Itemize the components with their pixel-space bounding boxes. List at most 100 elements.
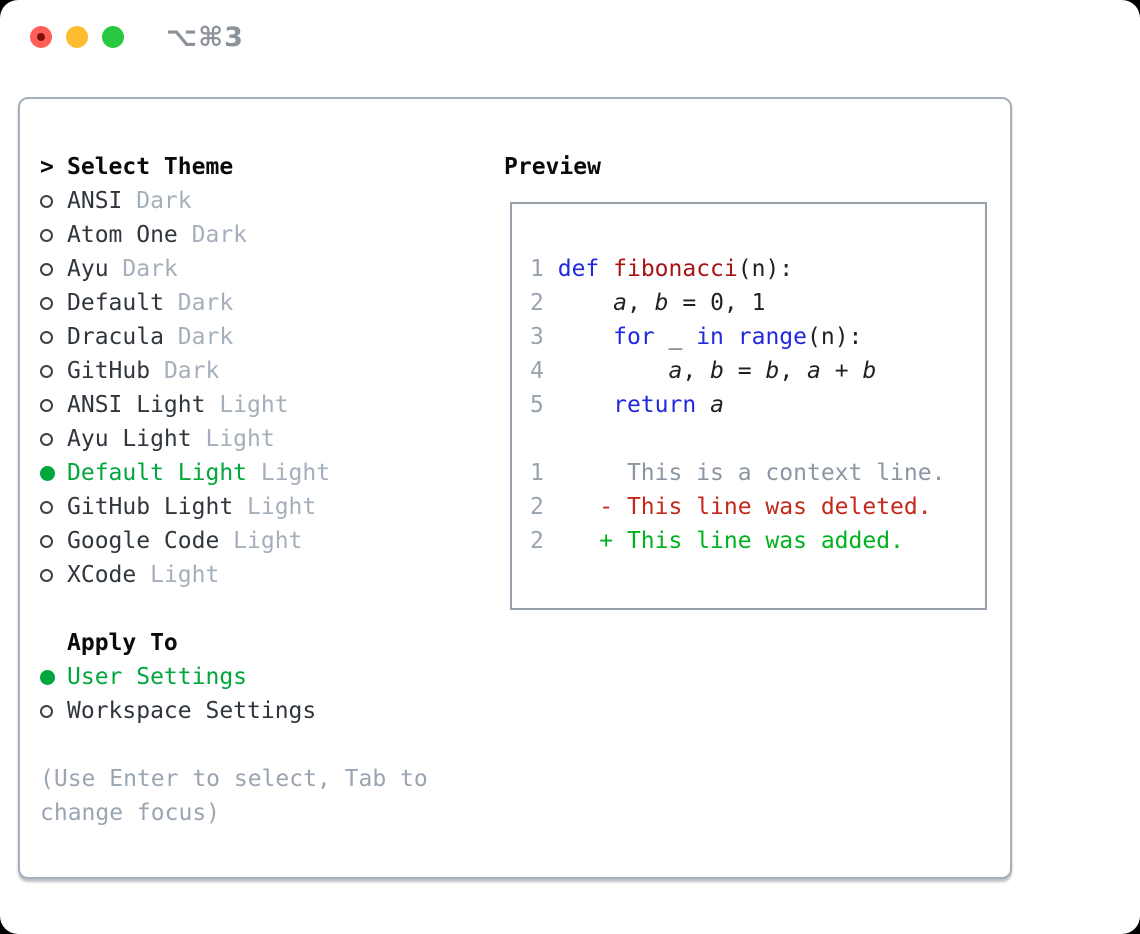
theme-option-label: Atom One	[67, 222, 178, 248]
radio-icon	[40, 568, 53, 582]
code-segment: _	[654, 324, 697, 350]
theme-variant-label: Light	[136, 562, 220, 588]
code-segment: (n):	[807, 324, 863, 350]
radio-icon	[40, 364, 53, 378]
apply-option[interactable]: Workspace Settings	[40, 694, 476, 728]
spacer	[40, 728, 476, 762]
code-segment: This is a context line.	[557, 460, 946, 486]
code-segment: b	[654, 290, 669, 316]
preview-header: Preview	[504, 154, 601, 180]
apply-option-label: Workspace Settings	[67, 698, 317, 724]
apply-option[interactable]: User Settings	[40, 660, 476, 694]
code-segment: +	[820, 358, 863, 384]
code-segment: b	[710, 358, 724, 384]
theme-option-label: Ayu	[67, 256, 109, 282]
code-segment: - This line was deleted.	[557, 494, 932, 520]
theme-variant-label: Dark	[108, 256, 178, 282]
code-line: 2 a, b = 0, 1	[530, 286, 985, 320]
theme-option-label: Default	[67, 290, 164, 316]
apply-option-label: User Settings	[67, 664, 248, 690]
theme-variant-label: Dark	[163, 324, 234, 350]
code-segment: fibonacci	[613, 256, 738, 282]
titlebar: ⌥⌘3	[0, 0, 1140, 74]
theme-variant-label: Light	[233, 494, 317, 520]
line-number: 2	[530, 494, 544, 520]
theme-option[interactable]: Atom One Dark	[40, 218, 476, 252]
theme-option-label: GitHub	[67, 358, 151, 384]
hint-text: (Use Enter to select, Tab to change focu…	[40, 766, 428, 826]
code-segment: ,	[682, 358, 711, 384]
code-segment: = 0, 1	[668, 290, 766, 316]
radio-icon	[40, 262, 53, 276]
line-number: 2	[530, 528, 544, 554]
line-number: 2	[530, 290, 544, 316]
radio-icon	[40, 398, 53, 412]
theme-option-label: XCode	[67, 562, 137, 588]
code-segment: a	[807, 358, 821, 384]
code-line: 1 This is a context line.	[530, 456, 985, 490]
radio-selected-icon	[40, 669, 55, 685]
theme-variant-label: Light	[219, 528, 303, 554]
code-segment	[696, 392, 710, 418]
code-segment: ,	[779, 358, 808, 384]
theme-option[interactable]: Default Light Light	[40, 456, 476, 490]
radio-icon	[40, 704, 53, 718]
line-number: 1	[530, 256, 544, 282]
code-segment: a	[710, 392, 724, 418]
code-segment: =	[723, 358, 766, 384]
apply-to-header-row: Apply To	[40, 626, 476, 660]
code-segment: return	[613, 392, 697, 418]
apply-to-header: Apply To	[67, 630, 178, 656]
prompt-icon: >	[40, 154, 54, 180]
close-button[interactable]	[30, 26, 52, 48]
theme-option[interactable]: GitHub Light Light	[40, 490, 476, 524]
theme-variant-label: Light	[205, 392, 289, 418]
line-number: 3	[530, 324, 544, 350]
code-segment: a	[613, 290, 627, 316]
theme-option[interactable]: ANSI Dark	[40, 184, 476, 218]
theme-option[interactable]: Default Dark	[40, 286, 476, 320]
theme-variant-label: Dark	[163, 290, 234, 316]
code-line: 5 return a	[530, 388, 985, 422]
line-number: 4	[530, 358, 544, 384]
code-segment	[558, 290, 613, 316]
theme-option[interactable]: GitHub Dark	[40, 354, 476, 388]
radio-icon	[40, 296, 53, 310]
code-segment: range	[737, 324, 808, 350]
theme-list-header-row: > Select Theme	[40, 150, 476, 184]
window-title: ⌥⌘3	[166, 22, 244, 53]
line-number: 1	[530, 460, 544, 486]
theme-option-label: Dracula	[67, 324, 164, 350]
minimize-button[interactable]	[66, 26, 88, 48]
radio-icon	[40, 194, 53, 208]
theme-option[interactable]: XCode Light	[40, 558, 476, 592]
code-segment: b	[765, 358, 780, 384]
code-segment	[724, 324, 738, 350]
code-segment: for	[613, 324, 655, 350]
theme-option-label: Ayu Light	[67, 426, 192, 452]
zoom-button[interactable]	[102, 26, 124, 48]
code-segment: + This line was added.	[557, 528, 904, 554]
theme-option-label: GitHub Light	[67, 494, 234, 520]
code-segment: in	[696, 324, 724, 350]
spacer	[40, 592, 476, 626]
theme-option[interactable]: Ayu Dark	[40, 252, 476, 286]
theme-variant-label: Light	[191, 426, 275, 452]
code-segment: (n):	[737, 256, 794, 282]
theme-option-label: Default Light	[67, 460, 248, 486]
code-segment: ,	[626, 290, 655, 316]
radio-icon	[40, 330, 53, 344]
theme-option-label: Google Code	[67, 528, 220, 554]
theme-option[interactable]: Google Code Light	[40, 524, 476, 558]
theme-option[interactable]: Ayu Light Light	[40, 422, 476, 456]
theme-option[interactable]: ANSI Light Light	[40, 388, 476, 422]
code-line: 2 + This line was added.	[530, 524, 985, 558]
radio-selected-icon	[40, 465, 55, 481]
code-segment: def	[557, 256, 600, 282]
theme-option[interactable]: Dracula Dark	[40, 320, 476, 354]
theme-list-header: Select Theme	[67, 154, 234, 180]
theme-variant-label: Dark	[177, 222, 248, 248]
